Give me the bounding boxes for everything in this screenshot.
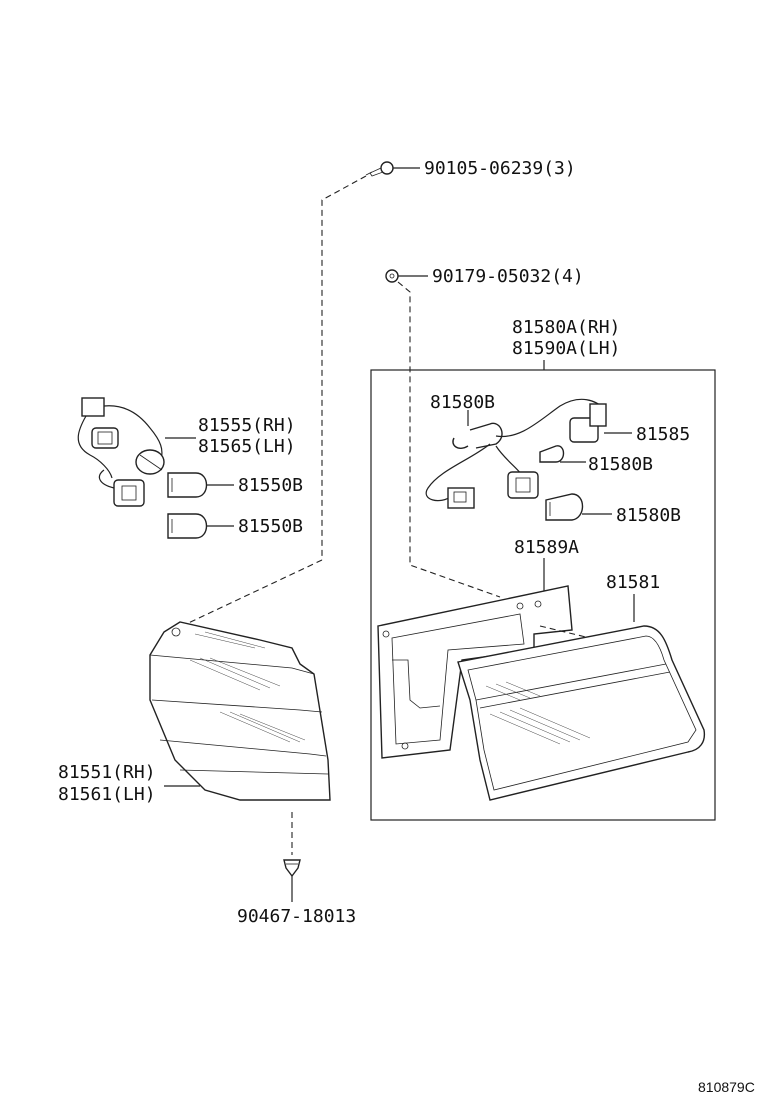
- label-socket-lh: 81565(LH): [198, 436, 296, 457]
- bulb-inner-right-icon[interactable]: [545, 493, 584, 521]
- label-bulb-inner-1: 81580B: [430, 392, 495, 413]
- label-gasket: 81589A: [514, 537, 579, 558]
- bulb-81550b-lower-icon[interactable]: [167, 513, 208, 539]
- label-bulb-inner-3: 81580B: [616, 505, 681, 526]
- figure-code: 810879C: [698, 1079, 755, 1095]
- label-clip: 90467-18013: [237, 906, 356, 927]
- assembly-box[interactable]: [370, 369, 716, 821]
- outer-tail-lamp-icon[interactable]: [149, 621, 331, 801]
- dashline-lamp: [181, 559, 323, 627]
- bulb-81550b-upper-icon[interactable]: [167, 472, 208, 498]
- screw-90179-icon[interactable]: [385, 269, 399, 283]
- dashline-screw-top: [321, 175, 367, 560]
- socket-wire-81555-icon[interactable]: [77, 397, 165, 507]
- inner-lens-81581-icon[interactable]: [457, 625, 706, 801]
- label-lens-inner: 81581: [606, 572, 660, 593]
- label-lamp-lh: 81561(LH): [58, 784, 156, 805]
- label-screw-mid: 90179-05032(4): [432, 266, 584, 287]
- bulb-inner-small-icon[interactable]: [539, 445, 565, 463]
- label-assy-lh: 81590A(LH): [512, 338, 620, 359]
- label-lamp-rh: 81551(RH): [58, 762, 156, 783]
- label-bulb-upper: 81550B: [238, 475, 303, 496]
- clip-90467-icon[interactable]: [283, 859, 301, 878]
- label-holder: 81585: [636, 424, 690, 445]
- label-socket-rh: 81555(RH): [198, 415, 296, 436]
- label-screw-top: 90105-06239(3): [424, 158, 576, 179]
- dashline-gasket: [539, 625, 591, 639]
- label-assy-rh: 81580A(RH): [512, 317, 620, 338]
- screw-90105-icon[interactable]: [365, 161, 394, 177]
- label-bulb-inner-2: 81580B: [588, 454, 653, 475]
- inner-socket-wire-icon[interactable]: [425, 398, 607, 509]
- dashline-screw-mid: [397, 281, 501, 598]
- label-bulb-lower: 81550B: [238, 516, 303, 537]
